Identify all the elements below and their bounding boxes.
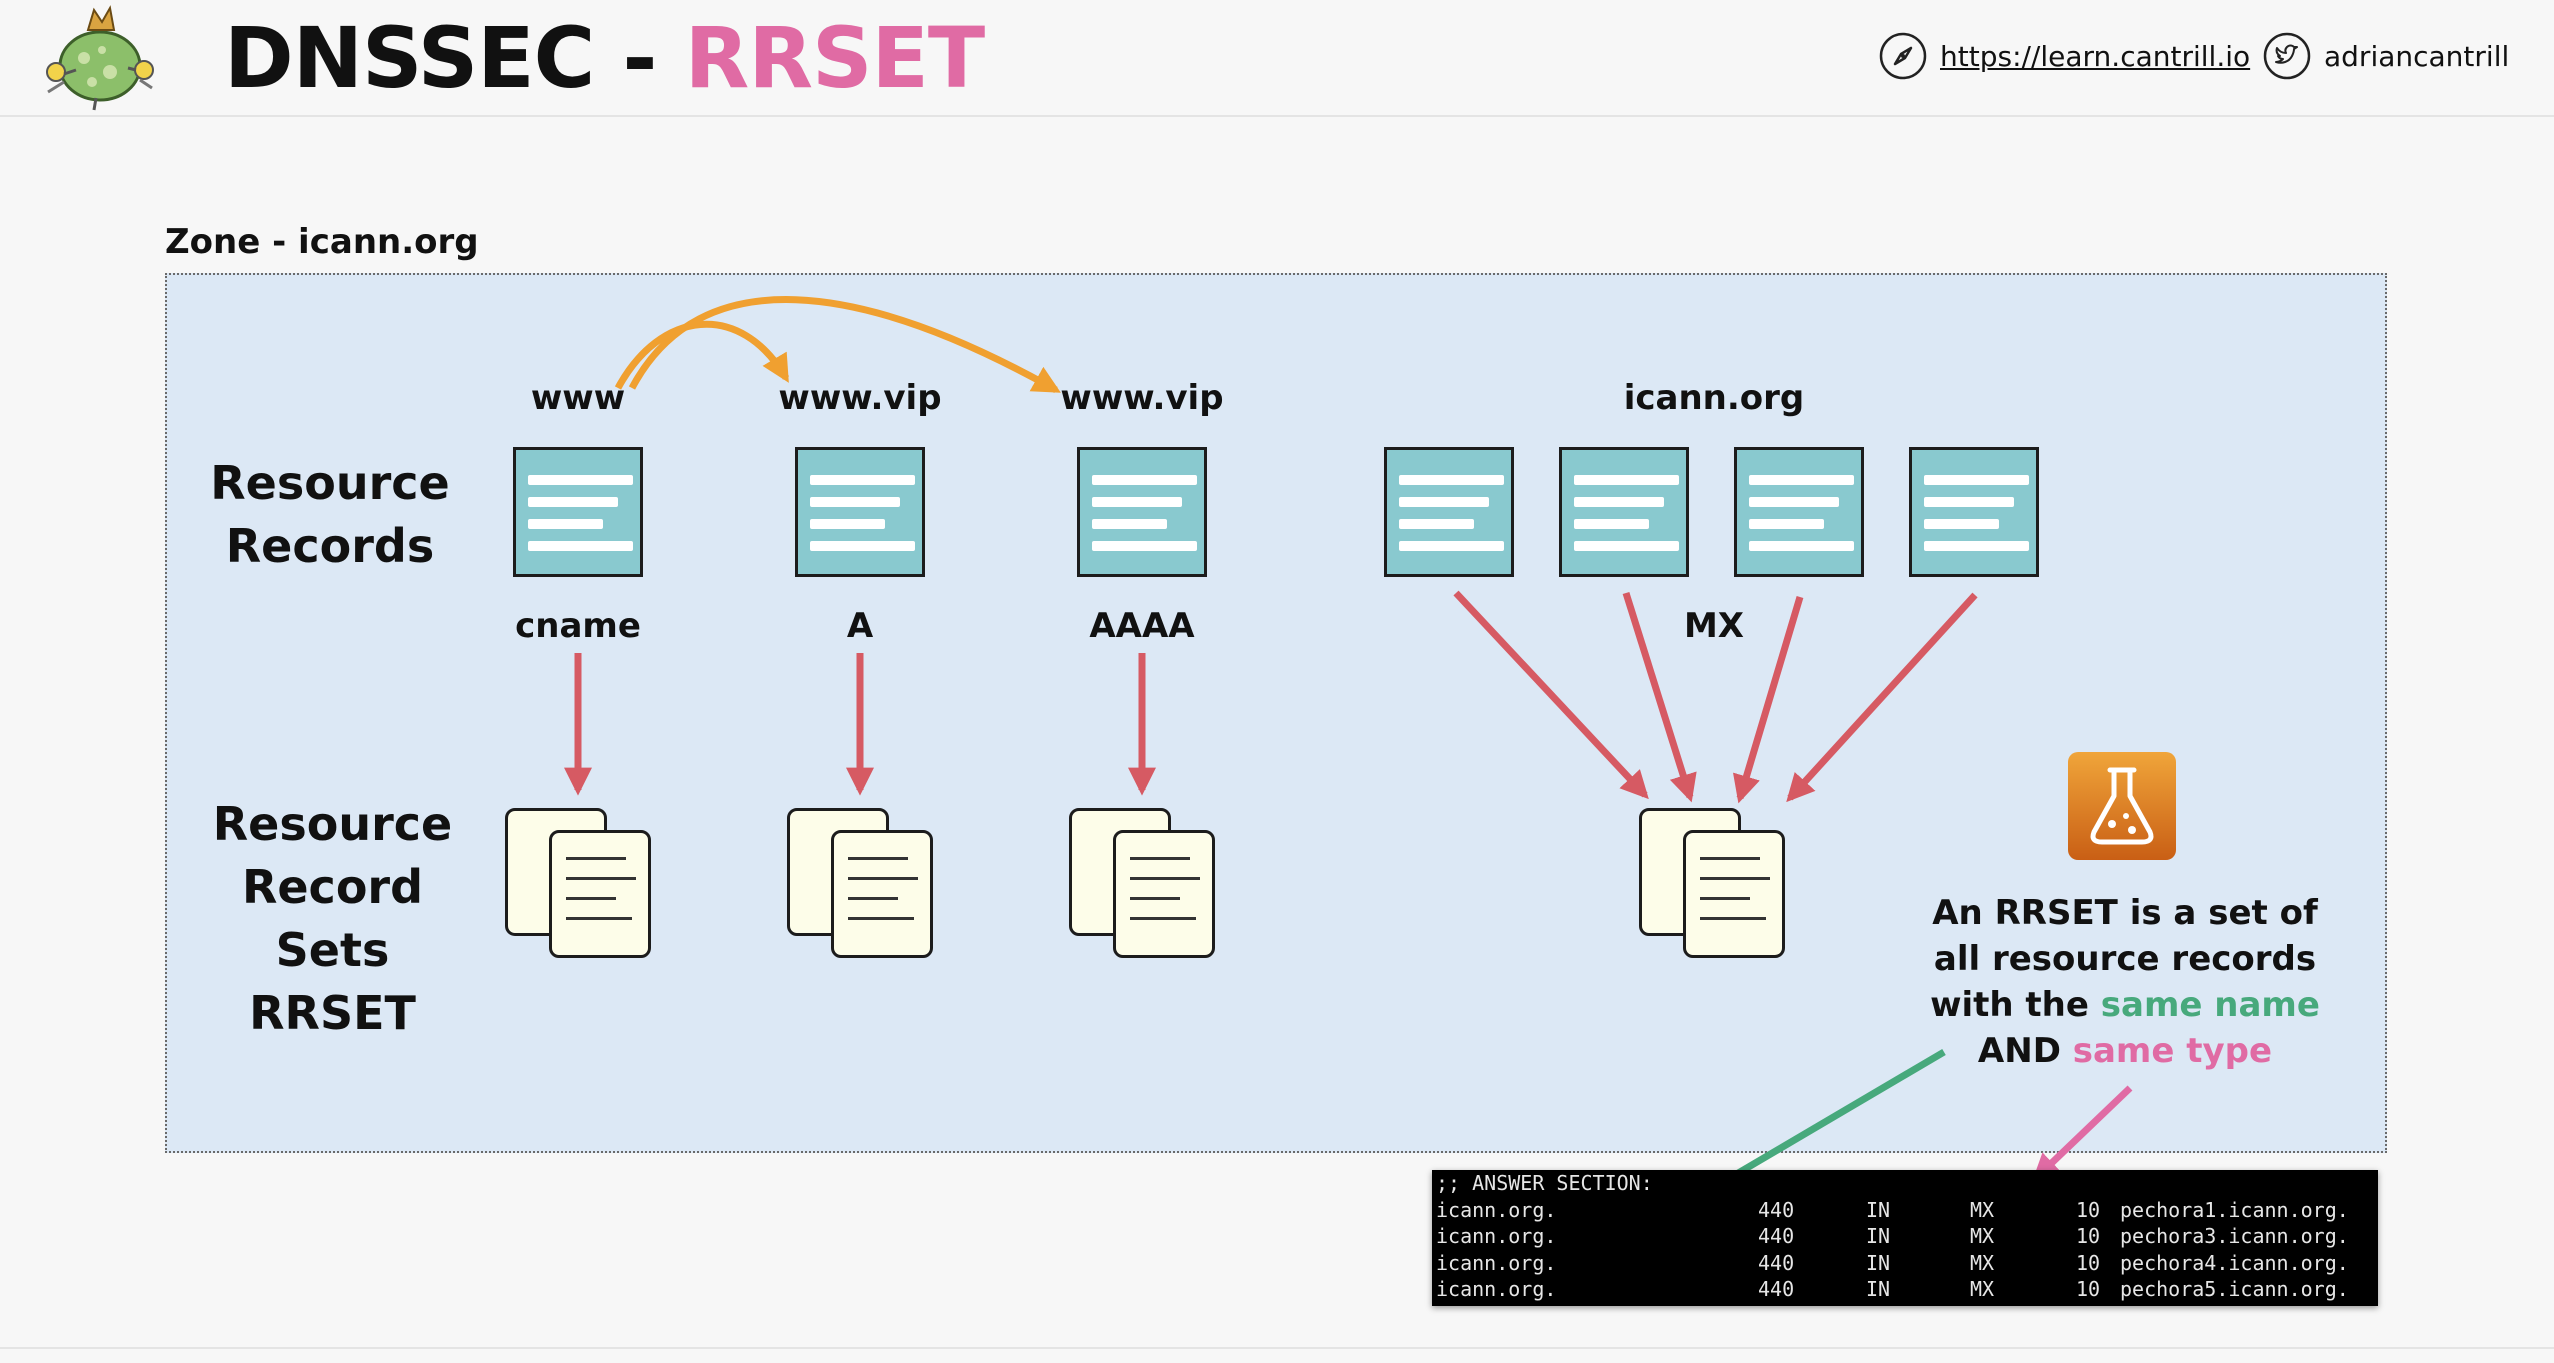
- zone-box: [165, 273, 2387, 1153]
- answer-name: icann.org.: [1436, 1197, 1557, 1222]
- answer-type: MX: [1970, 1197, 1995, 1222]
- answer-priority: 10: [2076, 1250, 2101, 1275]
- resource-records-label-line: Records: [225, 519, 435, 573]
- lab-flask-icon: [2068, 752, 2176, 860]
- cantrill-logo: [46, 5, 154, 111]
- resource-record-icon: [1077, 447, 1207, 577]
- resource-record-icon: [1384, 447, 1514, 577]
- answer-row: icann.org. 440 IN MX 10 pechora1.icann.org.: [1436, 1197, 2378, 1224]
- answer-priority: 10: [2076, 1197, 2101, 1222]
- record-to-rrset-arrow: [1453, 590, 1649, 800]
- record-type-aaaa: AAAA: [1089, 606, 1195, 646]
- rrset-row-label-line: Record Sets: [241, 860, 424, 977]
- same-type-highlight: same type: [2072, 1031, 2273, 1071]
- rrset-icon: [1639, 808, 1789, 968]
- note-line: all resource records: [1933, 939, 2317, 979]
- answer-target: pechora4.icann.org.: [2120, 1250, 2349, 1275]
- answer-row: icann.org. 440 IN MX 10 pechora3.icann.org.: [1436, 1223, 2378, 1250]
- site-link[interactable]: https://learn.cantrill.io: [1878, 30, 2250, 82]
- answer-ttl: 440: [1758, 1277, 1795, 1301]
- record-to-rrset-arrow: [1622, 591, 1697, 803]
- answer-priority: 10: [2076, 1277, 2101, 1301]
- group-name-www-vip-a: www.vip: [778, 378, 942, 418]
- resource-record-icon: [1559, 447, 1689, 577]
- group-name-www-vip-aaaa: www.vip: [1060, 378, 1224, 418]
- note-line: with the same name: [1880, 982, 2370, 1028]
- record-type-mx: MX: [1683, 606, 1745, 646]
- answer-type: MX: [1970, 1250, 1995, 1275]
- resource-records-label: Resource Records: [190, 452, 470, 578]
- terminal-header: ;; ANSWER SECTION:: [1436, 1171, 1653, 1195]
- answer-class: IN: [1866, 1197, 1891, 1222]
- page-title: DNSSEC - RRSET: [224, 8, 986, 108]
- same-type-arrow: [2031, 1085, 2133, 1182]
- note-line-prefix: with the: [1930, 985, 2101, 1025]
- note-line: AND same type: [1880, 1028, 2370, 1074]
- answer-type: MX: [1970, 1224, 1995, 1248]
- group-name-icann-org: icann.org: [1623, 378, 1805, 418]
- note-line-prefix: AND: [1977, 1031, 2073, 1071]
- answer-class: IN: [1866, 1250, 1891, 1275]
- rrset-icon: [1069, 808, 1219, 968]
- header: DNSSEC - RRSET https://learn.cantrill.io…: [0, 0, 2554, 117]
- answer-name: icann.org.: [1436, 1277, 1557, 1301]
- group-name-www: www: [530, 378, 626, 418]
- alias-arrow: [614, 320, 790, 390]
- zone-label: Zone - icann.org: [165, 222, 479, 262]
- twitter-icon: [2263, 32, 2311, 80]
- answer-priority: 10: [2076, 1224, 2101, 1248]
- rrset-row-label-line: RRSET: [249, 986, 416, 1040]
- site-url[interactable]: https://learn.cantrill.io: [1940, 39, 2251, 73]
- rrset-row-label: Resource Record Sets RRSET: [180, 793, 485, 1045]
- answer-ttl: 440: [1758, 1224, 1795, 1248]
- record-type-cname: cname: [515, 606, 641, 646]
- resource-record-icon: [1909, 447, 2039, 577]
- answer-row: icann.org. 440 IN MX 10 pechora4.icann.org.: [1436, 1250, 2378, 1277]
- answer-name: icann.org.: [1436, 1250, 1557, 1275]
- rrset-row-label-line: Resource: [212, 797, 453, 851]
- twitter-link[interactable]: adriancantrill: [2262, 30, 2509, 82]
- answer-ttl: 440: [1758, 1250, 1795, 1275]
- answer-target: pechora3.icann.org.: [2120, 1224, 2349, 1248]
- resource-record-icon: [513, 447, 643, 577]
- rrset-icon: [505, 808, 655, 968]
- note-line: An RRSET is a set of: [1932, 893, 2318, 933]
- answer-ttl: 440: [1758, 1197, 1795, 1222]
- resource-records-label-line: Resource: [210, 456, 450, 510]
- record-type-a: A: [846, 606, 874, 646]
- footer-divider: [0, 1347, 2554, 1349]
- resource-record-icon: [1734, 447, 1864, 577]
- title-accent: RRSET: [684, 9, 986, 107]
- answer-name: icann.org.: [1436, 1224, 1557, 1248]
- record-to-rrset-arrow: [1786, 592, 1978, 803]
- answer-class: IN: [1866, 1224, 1891, 1248]
- compass-icon: [1879, 32, 1927, 80]
- twitter-handle[interactable]: adriancantrill: [2324, 39, 2510, 73]
- answer-target: pechora5.icann.org.: [2120, 1277, 2349, 1301]
- answer-row: icann.org. 440 IN MX 10 pechora5.icann.org.: [1436, 1276, 2378, 1303]
- resource-record-icon: [795, 447, 925, 577]
- answer-class: IN: [1866, 1277, 1891, 1301]
- title-main: DNSSEC -: [224, 9, 685, 107]
- rrset-icon: [787, 808, 937, 968]
- alias-arrow: [628, 296, 1061, 394]
- same-name-highlight: same name: [2100, 985, 2320, 1025]
- answer-target: pechora1.icann.org.: [2120, 1197, 2349, 1222]
- rrset-definition-note: An RRSET is a set of all resource record…: [1880, 890, 2370, 1074]
- record-to-rrset-arrow: [1732, 595, 1804, 804]
- answer-type: MX: [1970, 1277, 1995, 1301]
